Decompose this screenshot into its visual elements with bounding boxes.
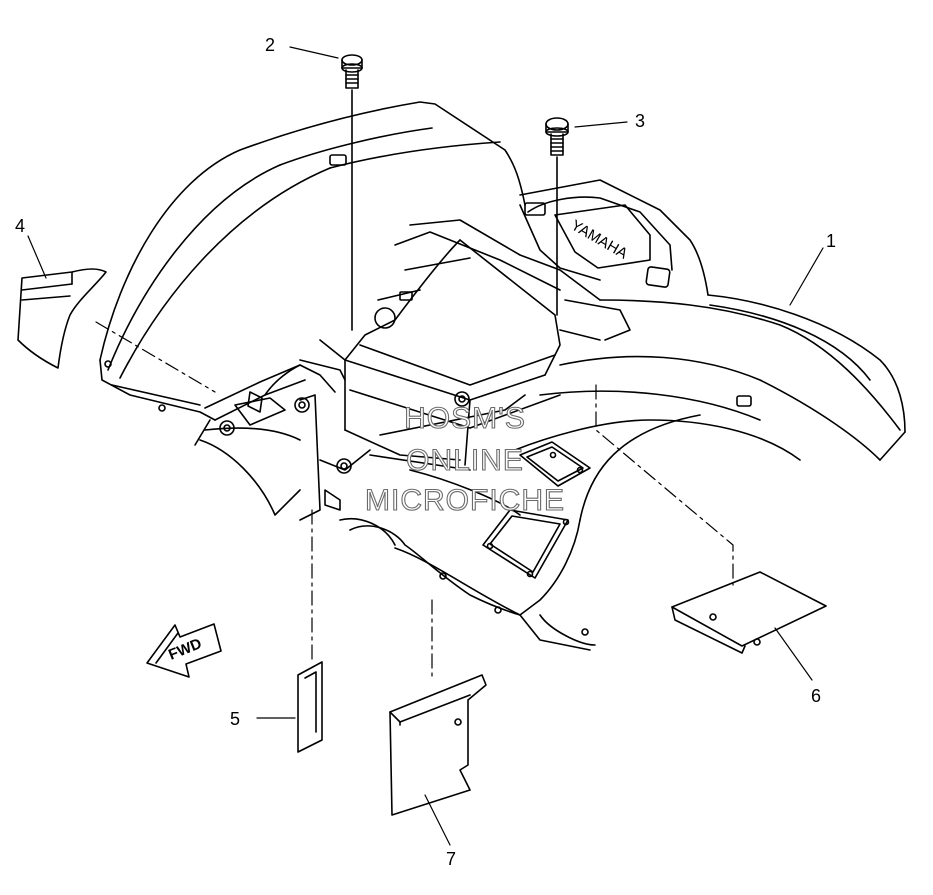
fwd-direction-arrow — [146, 623, 222, 678]
watermark-line-2: ONLINE — [406, 444, 524, 477]
callout-7: 7 — [446, 849, 457, 869]
installation-lines — [95, 321, 734, 681]
callout-4: 4 — [15, 216, 26, 236]
fender-brand-text: YAMAHA — [568, 217, 630, 263]
seal-part-5 — [297, 661, 323, 753]
bolt-part-3 — [545, 117, 569, 316]
rear-fender-part-1 — [99, 101, 906, 651]
callout-3: 3 — [635, 111, 646, 131]
bolt-part-2 — [341, 54, 363, 331]
callout-5: 5 — [230, 709, 241, 729]
leader-lines — [27, 46, 824, 846]
callout-1: 1 — [826, 231, 837, 251]
callout-2: 2 — [265, 35, 276, 55]
watermark-line-3: MICROFICHE — [365, 484, 565, 517]
cover-part-7 — [389, 674, 487, 816]
callout-6: 6 — [811, 686, 822, 706]
plate-part-6 — [671, 571, 827, 654]
flap-part-4 — [17, 268, 107, 369]
watermark: HOSM'S ONLINE MICROFICHE — [364, 401, 565, 517]
watermark-line-1: HOSM'S — [404, 402, 526, 435]
